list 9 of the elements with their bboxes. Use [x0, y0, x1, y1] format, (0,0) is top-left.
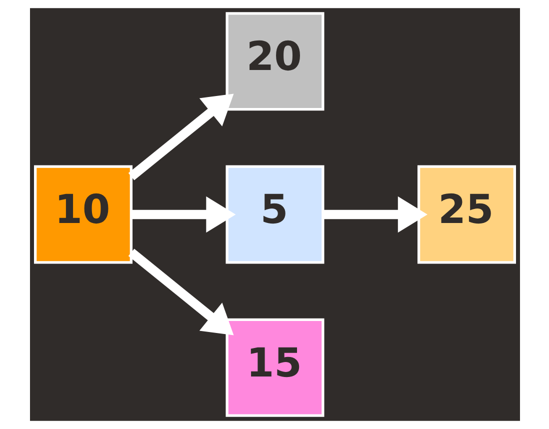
arrow [128, 94, 234, 180]
arrow [130, 196, 236, 233]
arrow [322, 196, 427, 233]
node-box: 5 [225, 165, 324, 264]
node-box: 10 [34, 165, 132, 264]
node-box: 15 [225, 318, 324, 417]
node-box: 20 [225, 12, 324, 111]
node-box: 25 [416, 165, 516, 264]
arrow [128, 248, 234, 336]
